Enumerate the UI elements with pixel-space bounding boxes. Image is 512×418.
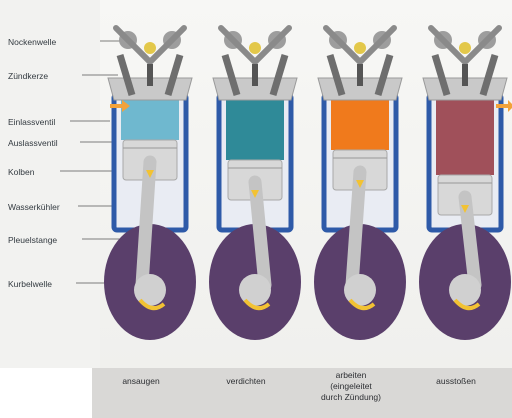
camshaft-center bbox=[354, 42, 366, 54]
label-einlassventil: Einlassventil bbox=[8, 117, 55, 127]
connecting-rod bbox=[352, 172, 360, 285]
combustion-chamber bbox=[121, 97, 179, 140]
stroke-label-ansaugen: ansaugen bbox=[96, 376, 186, 387]
label-nockenwelle: Nockenwelle bbox=[8, 37, 56, 47]
combustion-chamber bbox=[331, 97, 389, 150]
combustion-chamber bbox=[226, 97, 284, 160]
label-auslassventil: Auslassventil bbox=[8, 138, 58, 148]
combustion-chamber bbox=[436, 97, 494, 175]
stroke-label-arbeiten: arbeiten (eingeleitet durch Zündung) bbox=[306, 370, 396, 403]
stroke-label-verdichten: verdichten bbox=[201, 376, 291, 387]
label-kurbelwelle: Kurbelwelle bbox=[8, 279, 52, 289]
label-pleuelstange: Pleuelstange bbox=[8, 235, 57, 245]
spark-plug bbox=[147, 64, 153, 86]
spark-plug bbox=[357, 64, 363, 86]
camshaft-center bbox=[249, 42, 261, 54]
spark-plug bbox=[252, 64, 258, 86]
label-kolben: Kolben bbox=[8, 167, 34, 177]
stroke-label-ausstossen: ausstoßen bbox=[411, 376, 501, 387]
label-zuendkerze: Zündkerze bbox=[8, 71, 48, 81]
connecting-rod bbox=[142, 162, 150, 285]
label-wasserkuehler: Wasserkühler bbox=[8, 202, 60, 212]
camshaft-center bbox=[144, 42, 156, 54]
spark-plug bbox=[462, 64, 468, 86]
camshaft-center bbox=[459, 42, 471, 54]
strip-blank bbox=[0, 368, 92, 418]
